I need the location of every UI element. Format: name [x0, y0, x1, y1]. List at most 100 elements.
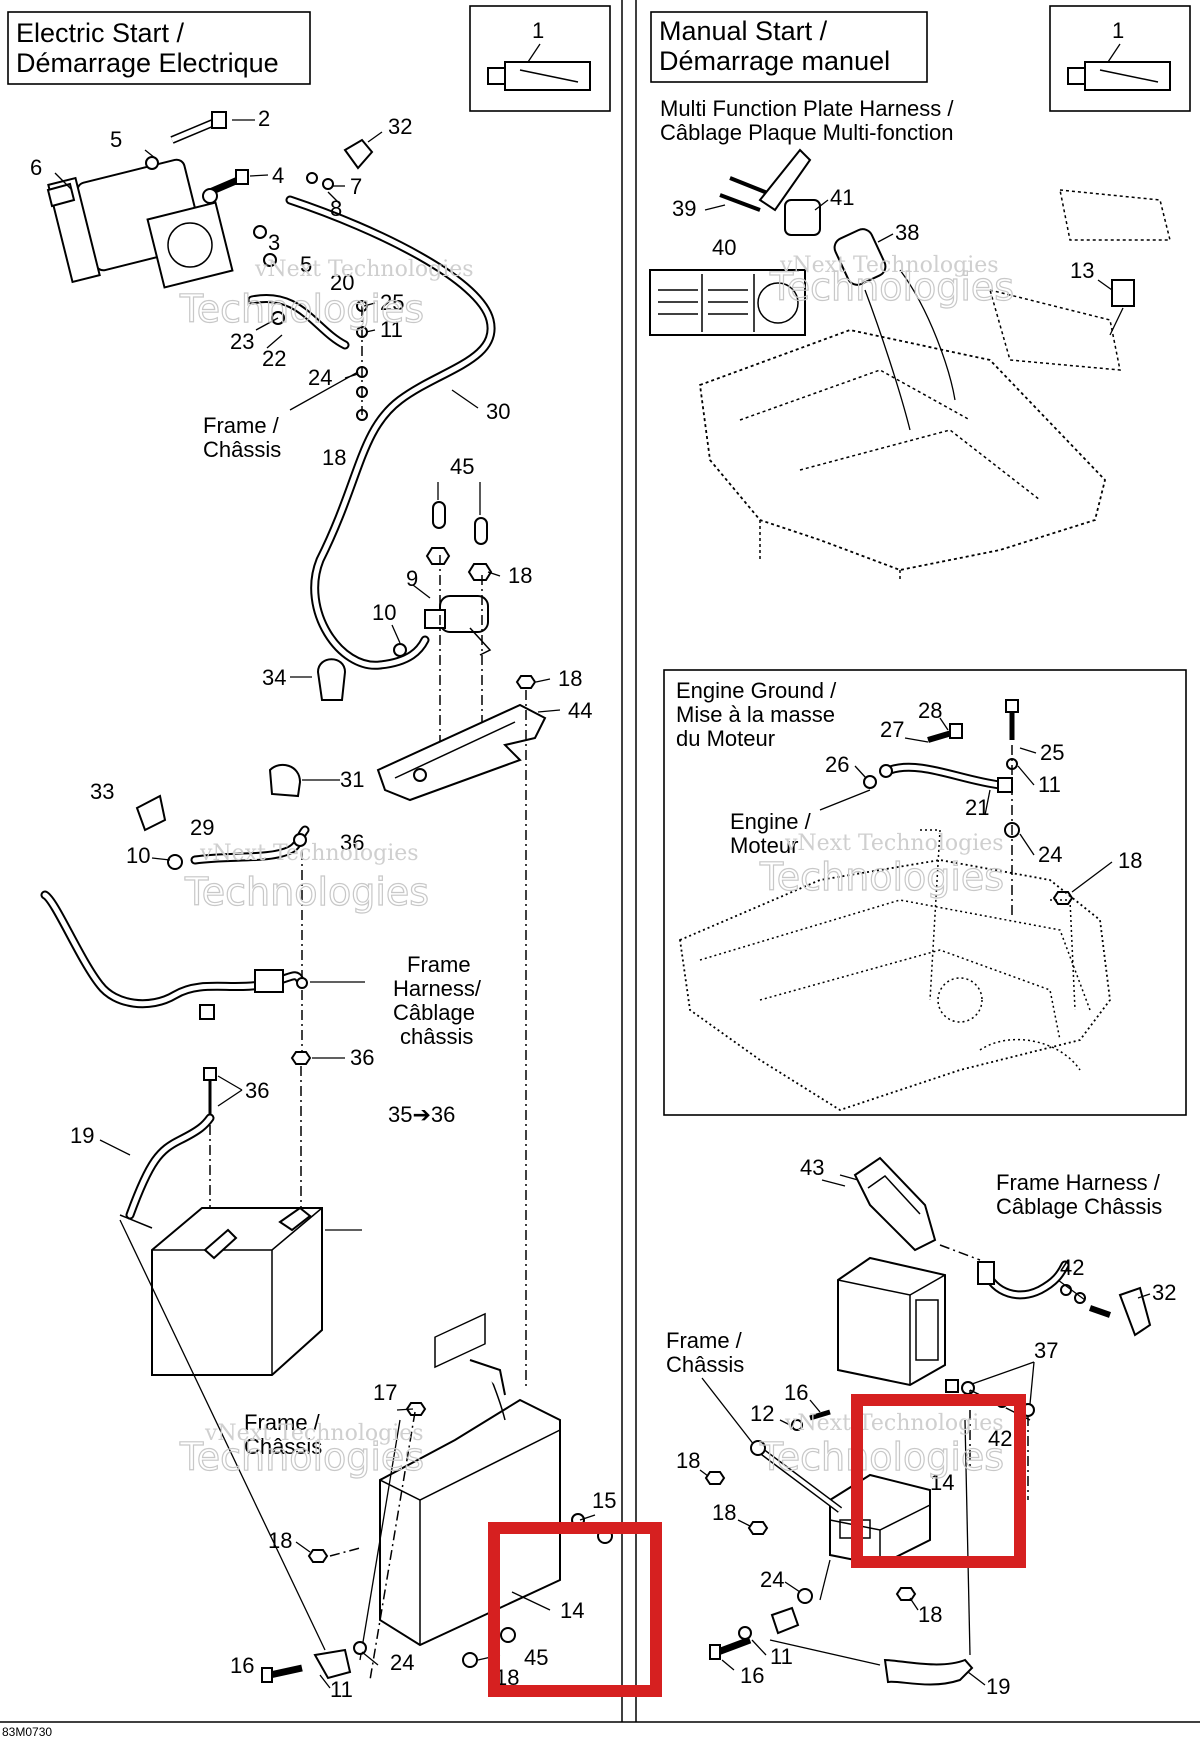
- label-frame-harness-r2: Câblage Châssis: [996, 1194, 1162, 1219]
- callout-28: 28: [918, 698, 942, 723]
- callout-11r: 11: [1038, 772, 1061, 797]
- title-left-line2: Démarrage Electrique: [16, 48, 279, 78]
- label-engine-1: Engine /: [730, 809, 812, 834]
- label-engine-2: Moteur: [730, 833, 798, 858]
- label-multi-function-2: Câblage Plaque Multi-fonction: [660, 120, 954, 145]
- callout-38: 38: [895, 220, 919, 245]
- kit-number-right: 1: [1112, 18, 1124, 43]
- callout-14: 14: [560, 1598, 584, 1623]
- callout-40: 40: [712, 235, 736, 260]
- starter-motor: [46, 158, 234, 289]
- label-engine-ground-1: Engine Ground /: [676, 678, 837, 703]
- title-right-line1: Manual Start /: [659, 16, 828, 46]
- battery-right: [837, 1256, 946, 1387]
- label-engine-ground-2: Mise à la masse: [676, 702, 835, 727]
- callout-9: 9: [406, 566, 418, 591]
- callout-32: 32: [388, 114, 412, 139]
- callout-18b: 18: [508, 563, 532, 588]
- label-engine-ground-3: du Moteur: [676, 726, 775, 751]
- callout-3: 3: [268, 230, 280, 255]
- tube-icon-right: [1067, 61, 1171, 91]
- callout-25r: 25: [1040, 740, 1064, 765]
- callout-10: 10: [372, 600, 396, 625]
- bracket-39: [758, 148, 812, 212]
- boot-33: [135, 794, 167, 832]
- title-box-left: Electric Start / Démarrage Electrique: [7, 11, 311, 85]
- callout-7: 7: [350, 174, 362, 199]
- label-multi-function-1: Multi Function Plate Harness /: [660, 96, 954, 121]
- battery-tray-14: [379, 1312, 561, 1647]
- boot-31: [268, 763, 302, 798]
- boot-32r: [1118, 1286, 1152, 1337]
- callouts-right-mid: 28 27 25 26 11 21 24 18: [825, 698, 1142, 873]
- callout-5b: 5: [300, 252, 312, 277]
- callout-11: 11: [380, 317, 403, 342]
- battery: [151, 1206, 323, 1376]
- callout-30: 30: [486, 399, 510, 424]
- kit-number-left: 1: [532, 18, 544, 43]
- highlight-left-14: [488, 1522, 662, 1697]
- label-chassis-2: Châssis: [244, 1434, 322, 1459]
- watermark-large-5: Technologies: [759, 855, 1004, 899]
- callout-37: 37: [1034, 1338, 1058, 1363]
- callouts-right-bottom: 43 42 32 37 16 12 42 18 14 18 24 18 16 1…: [676, 1155, 1176, 1699]
- socket-38: [833, 228, 887, 286]
- watermark-large-4: Technologies: [769, 265, 1014, 309]
- callout-11rb: 11: [770, 1644, 793, 1669]
- watermark-1: vNext Technologies: [254, 257, 474, 282]
- washer-5: [145, 156, 159, 170]
- callout-8: 8: [330, 196, 342, 221]
- callout-16rb: 16: [740, 1663, 764, 1688]
- boot-34: [316, 658, 347, 701]
- callout-41: 41: [830, 185, 854, 210]
- highlight-right-14: [851, 1394, 1026, 1568]
- callout-18c: 18: [558, 666, 582, 691]
- callout-18g: 18: [712, 1500, 736, 1525]
- callout-18d: 18: [268, 1528, 292, 1553]
- label-frame-harness-2: Harness/: [393, 976, 482, 1001]
- kit-box-left: 1: [469, 5, 611, 112]
- title-right-line2: Démarrage manuel: [659, 46, 890, 76]
- callout-leaders-left: [54, 119, 596, 1689]
- callout-32r: 32: [1152, 1280, 1176, 1305]
- callout-24b: 24: [390, 1650, 414, 1675]
- callout-2: 2: [258, 106, 270, 131]
- callout-29: 29: [190, 815, 214, 840]
- callout-35-36: 35➔36: [388, 1102, 455, 1127]
- callout-42: 42: [1060, 1255, 1084, 1280]
- label-frame-harness-4: châssis: [400, 1024, 473, 1049]
- watermark-4: vNext Technologies: [779, 253, 999, 278]
- callout-33: 33: [90, 779, 114, 804]
- label-frame-2: Frame /: [244, 1410, 321, 1435]
- callout-25: 25: [380, 290, 404, 315]
- callout-10b: 10: [126, 843, 150, 868]
- bolt-16-left: [261, 1664, 303, 1683]
- callout-24: 24: [308, 365, 332, 390]
- callouts-right-top: 39 41 38 40 13: [672, 185, 1094, 283]
- label-plate-40: [649, 269, 806, 336]
- area-labels-left: Frame / Châssis Frame Harness/ Câblage c…: [203, 413, 482, 1459]
- callout-42b: 42: [988, 1426, 1012, 1451]
- callout-21: 21: [965, 795, 989, 820]
- label-frame-harness-r1: Frame Harness /: [996, 1170, 1161, 1195]
- callout-14r: 14: [930, 1470, 954, 1495]
- watermarks: vNext Technologies vNext Technologies vN…: [178, 253, 1014, 1480]
- watermark-large-6: Technologies: [759, 1435, 1004, 1479]
- callout-34: 34: [262, 665, 286, 690]
- footer-code: 83M0730: [2, 1725, 52, 1738]
- callout-26: 26: [825, 752, 849, 777]
- callout-5: 5: [110, 127, 122, 152]
- title-box-right: Manual Start / Démarrage manuel: [650, 11, 928, 83]
- callout-15: 15: [592, 1488, 616, 1513]
- watermark-5: vNext Technologies: [784, 831, 1004, 856]
- watermark-large-3: Technologies: [179, 1435, 424, 1479]
- engine-ground-box: Engine Ground / Mise à la masse du Moteu…: [663, 669, 1187, 1116]
- watermark-large-2: Technologies: [184, 870, 429, 914]
- watermark-3: vNext Technologies: [204, 1421, 424, 1446]
- callout-19r: 19: [986, 1674, 1010, 1699]
- callout-24rb: 24: [760, 1567, 784, 1592]
- highlight-boxes: [488, 1394, 1026, 1697]
- bolt-2: [170, 111, 227, 144]
